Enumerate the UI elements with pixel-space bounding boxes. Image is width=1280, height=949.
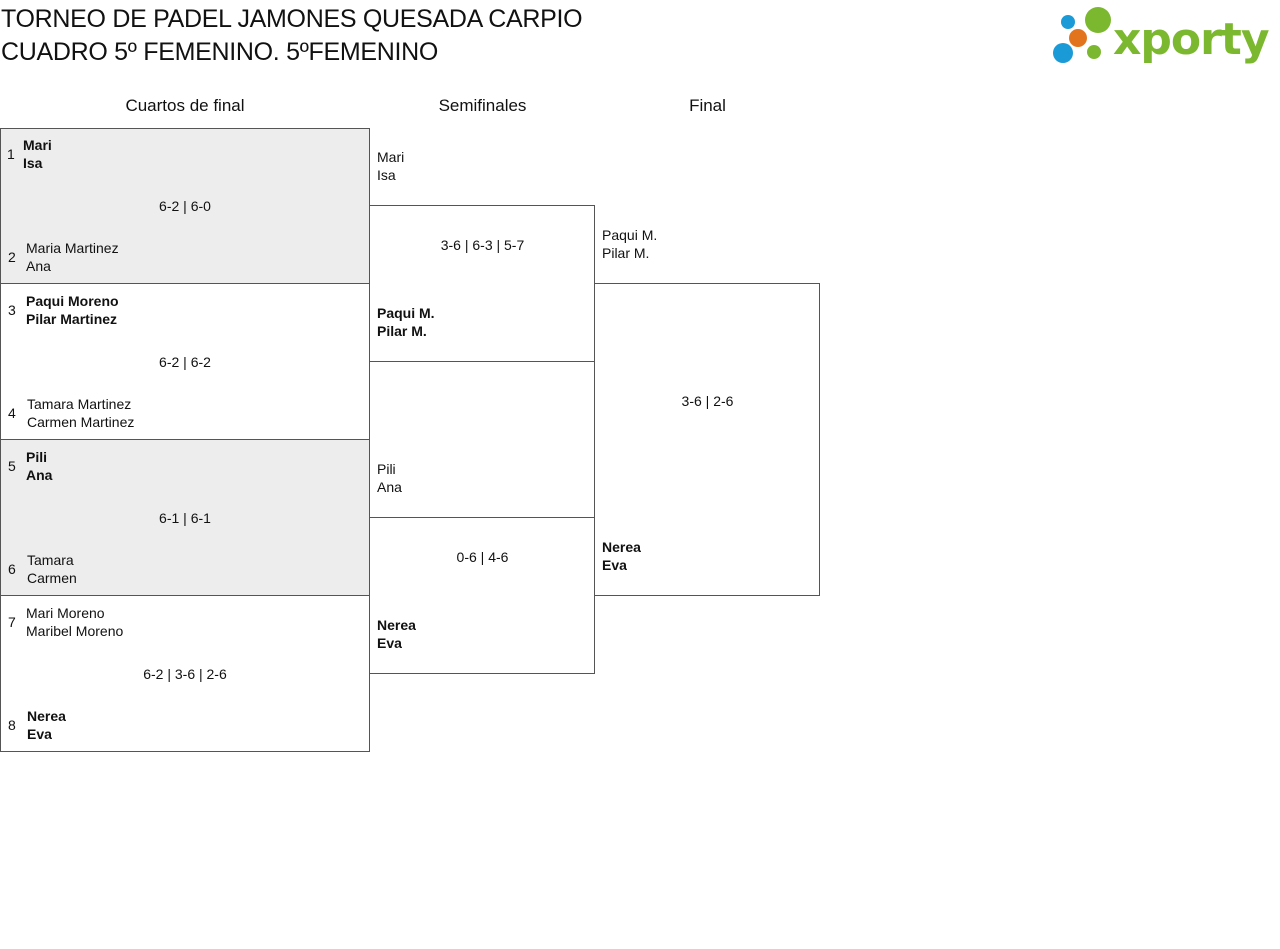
seed-number: 8 [8, 717, 16, 733]
player-name: Nerea [602, 539, 641, 555]
player-name: Mari Moreno [26, 605, 105, 621]
player-name: Tamara Martinez [27, 396, 132, 412]
match-score: 6-2 | 6-2 [159, 354, 211, 370]
quarterfinal-match-1[interactable] [0, 128, 370, 284]
match-score: 6-2 | 6-0 [159, 198, 211, 214]
team-name[interactable]: Maria Martinez Ana [26, 239, 119, 275]
player-name: Nerea [377, 617, 416, 633]
player-name: Isa [377, 167, 396, 183]
player-name: Ana [26, 467, 53, 483]
title-line-1: TORNEO DE PADEL JAMONES QUESADA CARPIO [1, 5, 583, 33]
team-name[interactable]: Nerea Eva [27, 707, 66, 743]
player-name: Carmen [27, 570, 77, 586]
match-score: 3-6 | 2-6 [681, 393, 734, 409]
seed-number: 4 [8, 405, 16, 421]
xporty-logo-icon: xporty [1053, 7, 1270, 65]
player-name: Ana [377, 479, 402, 495]
player-name: Mari [23, 137, 52, 153]
seed-number: 2 [8, 249, 16, 265]
page-title: TORNEO DE PADEL JAMONES QUESADA CARPIO C… [1, 3, 583, 69]
player-name: Paqui M. [377, 305, 435, 321]
quarterfinal-match-3[interactable] [0, 439, 370, 596]
team-name[interactable]: Tamara Carmen [27, 551, 77, 587]
player-name: Maribel Moreno [26, 623, 124, 639]
column-header-quarters: Cuartos de final [125, 96, 245, 115]
team-name[interactable]: Paqui M. Pilar M. [602, 226, 657, 262]
player-name: Mari [377, 149, 405, 165]
column-header-semis: Semifinales [438, 96, 527, 115]
final-match[interactable] [594, 283, 820, 596]
player-name: Nerea [27, 708, 66, 724]
player-name: Isa [23, 155, 43, 171]
team-name[interactable]: Nerea Eva [377, 616, 416, 652]
player-name: Eva [27, 726, 52, 742]
match-score: 6-2 | 3-6 | 2-6 [143, 666, 227, 682]
team-name[interactable]: Mari Moreno Maribel Moreno [26, 604, 123, 640]
seed-number: 5 [8, 458, 16, 474]
player-name: Carmen Martinez [27, 414, 135, 430]
logo-text: xporty [1113, 14, 1269, 65]
team-name[interactable]: Paqui M. Pilar M. [377, 304, 435, 340]
team-name[interactable]: Paqui Moreno Pilar Martinez [26, 292, 119, 328]
title-line-2: CUADRO 5º FEMENINO. 5ºFEMENINO [1, 38, 439, 66]
logo-dot-green [1085, 7, 1111, 33]
seed-number: 6 [8, 561, 16, 577]
match-score: 0-6 | 4-6 [456, 549, 509, 565]
logo-dot-blue-bottom [1053, 43, 1073, 63]
player-name: Paqui M. [602, 227, 658, 243]
team-name[interactable]: Nerea Eva [602, 538, 641, 574]
team-name[interactable]: Tamara Martinez Carmen Martinez [27, 395, 134, 431]
logo-dot-orange [1069, 29, 1087, 47]
seed-number: 1 [7, 146, 15, 162]
logo-dot-green-small [1087, 45, 1101, 59]
player-name: Pili [377, 461, 396, 477]
match-score: 6-1 | 6-1 [159, 510, 211, 526]
match-score: 3-6 | 6-3 | 5-7 [440, 237, 525, 253]
xporty-logo[interactable]: xporty [1050, 4, 1276, 68]
player-name: Ana [26, 258, 51, 274]
seed-number: 7 [8, 614, 16, 630]
team-name[interactable]: Pili Ana [377, 460, 402, 496]
team-name[interactable]: Mari Isa [377, 148, 404, 184]
player-name: Eva [602, 557, 627, 573]
seed-number: 3 [8, 302, 16, 318]
player-name: Maria Martinez [26, 240, 119, 256]
logo-dot-blue-top [1061, 15, 1075, 29]
player-name: Pilar Martinez [26, 311, 118, 327]
player-name: Pilar M. [377, 323, 427, 339]
team-name[interactable]: Mari Isa [23, 136, 52, 172]
team-name[interactable]: Pili Ana [26, 448, 52, 484]
player-name: Pili [26, 449, 48, 465]
player-name: Paqui Moreno [26, 293, 119, 309]
player-name: Pilar M. [602, 245, 650, 261]
player-name: Eva [377, 635, 402, 651]
player-name: Tamara [27, 552, 74, 568]
column-header-final: Final [689, 96, 726, 115]
